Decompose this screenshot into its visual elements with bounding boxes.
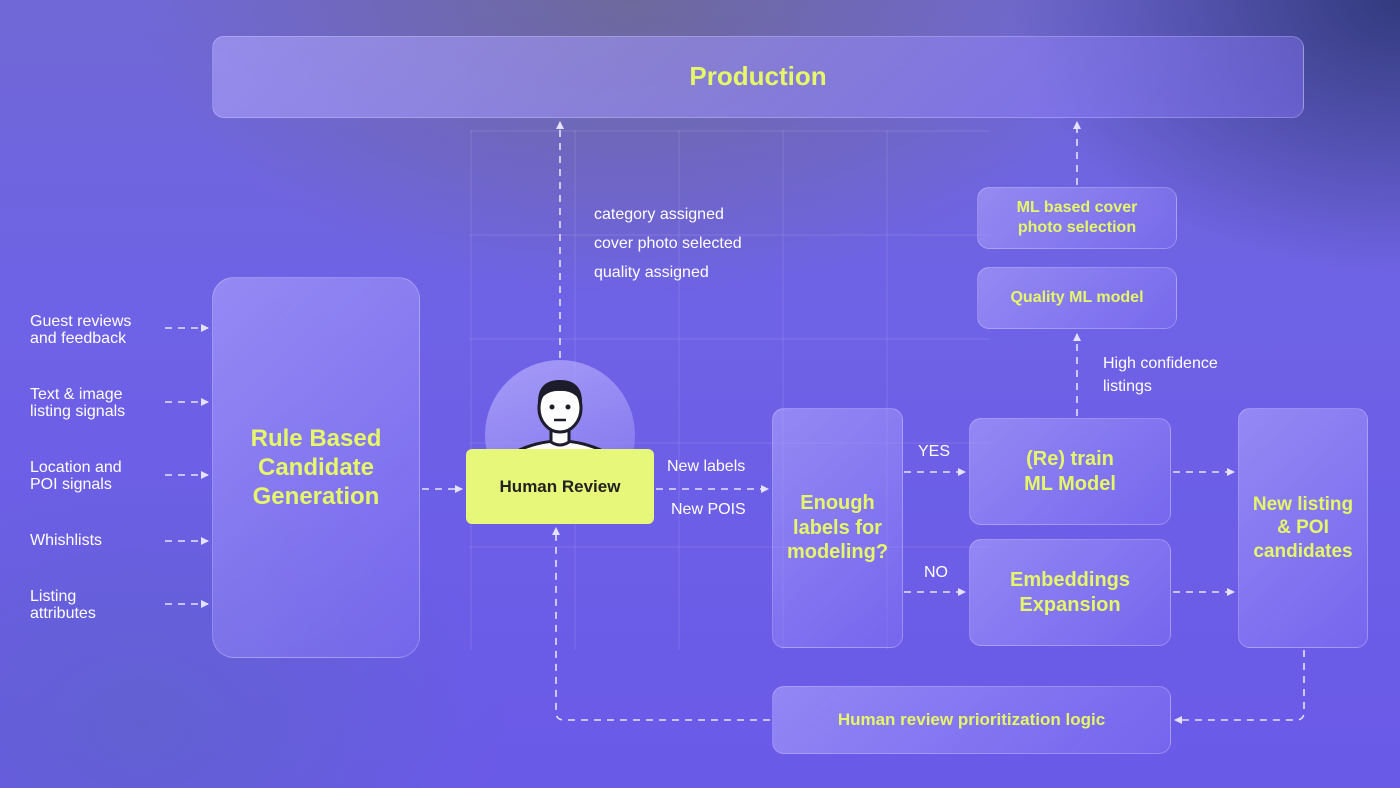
enough-labels-decision-box: Enough labels for modeling? [772,408,903,648]
arrow-candidates-to-prioritization [1174,650,1305,724]
prioritization-logic-box: Human review prioritization logic [772,686,1171,754]
cover-selection-box: ML based cover photo selection [977,187,1177,249]
retrain-label: (Re) train ML Model [1024,448,1116,495]
production-box: Production [212,36,1304,118]
retrain-model-box: (Re) train ML Model [969,418,1171,525]
enough-labels-label: Enough labels for modeling? [786,492,889,564]
new-pois-label: New POIS [671,501,746,518]
input-whishlists: Whishlists [30,532,103,549]
yes-label: YES [918,443,951,460]
new-candidates-box: New listing & POI candidates [1238,408,1368,648]
input-listing-attributes: Listing attributes [30,588,96,622]
input-location-poi-signals: Location and POI signals [30,459,122,493]
input-text-image-signals: Text & image listing signals [30,386,126,420]
prioritization-label: Human review prioritization logic [837,709,1106,729]
high-confidence-label: High confidence listings [1103,355,1218,395]
human-review-label: Human Review [499,476,621,496]
production-outputs-note: category assigned cover photo selected q… [594,206,742,281]
new-candidates-label: New listing & POI candidates [1252,494,1354,562]
new-labels-label: New labels [667,458,746,475]
production-label: Production [689,61,827,92]
no-label: NO [924,564,948,581]
quality-model-box: Quality ML model [977,267,1177,329]
embeddings-expansion-box: Embeddings Expansion [969,539,1171,646]
rule-based-label: Rule Based Candidate Generation [250,424,382,511]
quality-model-label: Quality ML model [1010,289,1144,307]
cover-selection-label: ML based cover photo selection [1016,199,1138,236]
input-guest-reviews: Guest reviews and feedback [30,313,132,347]
human-review-box: Human Review [466,449,654,524]
rule-based-generation-box: Rule Based Candidate Generation [212,277,420,658]
embeddings-label: Embeddings Expansion [1009,569,1130,616]
arrow-prioritization-to-review [552,527,770,721]
